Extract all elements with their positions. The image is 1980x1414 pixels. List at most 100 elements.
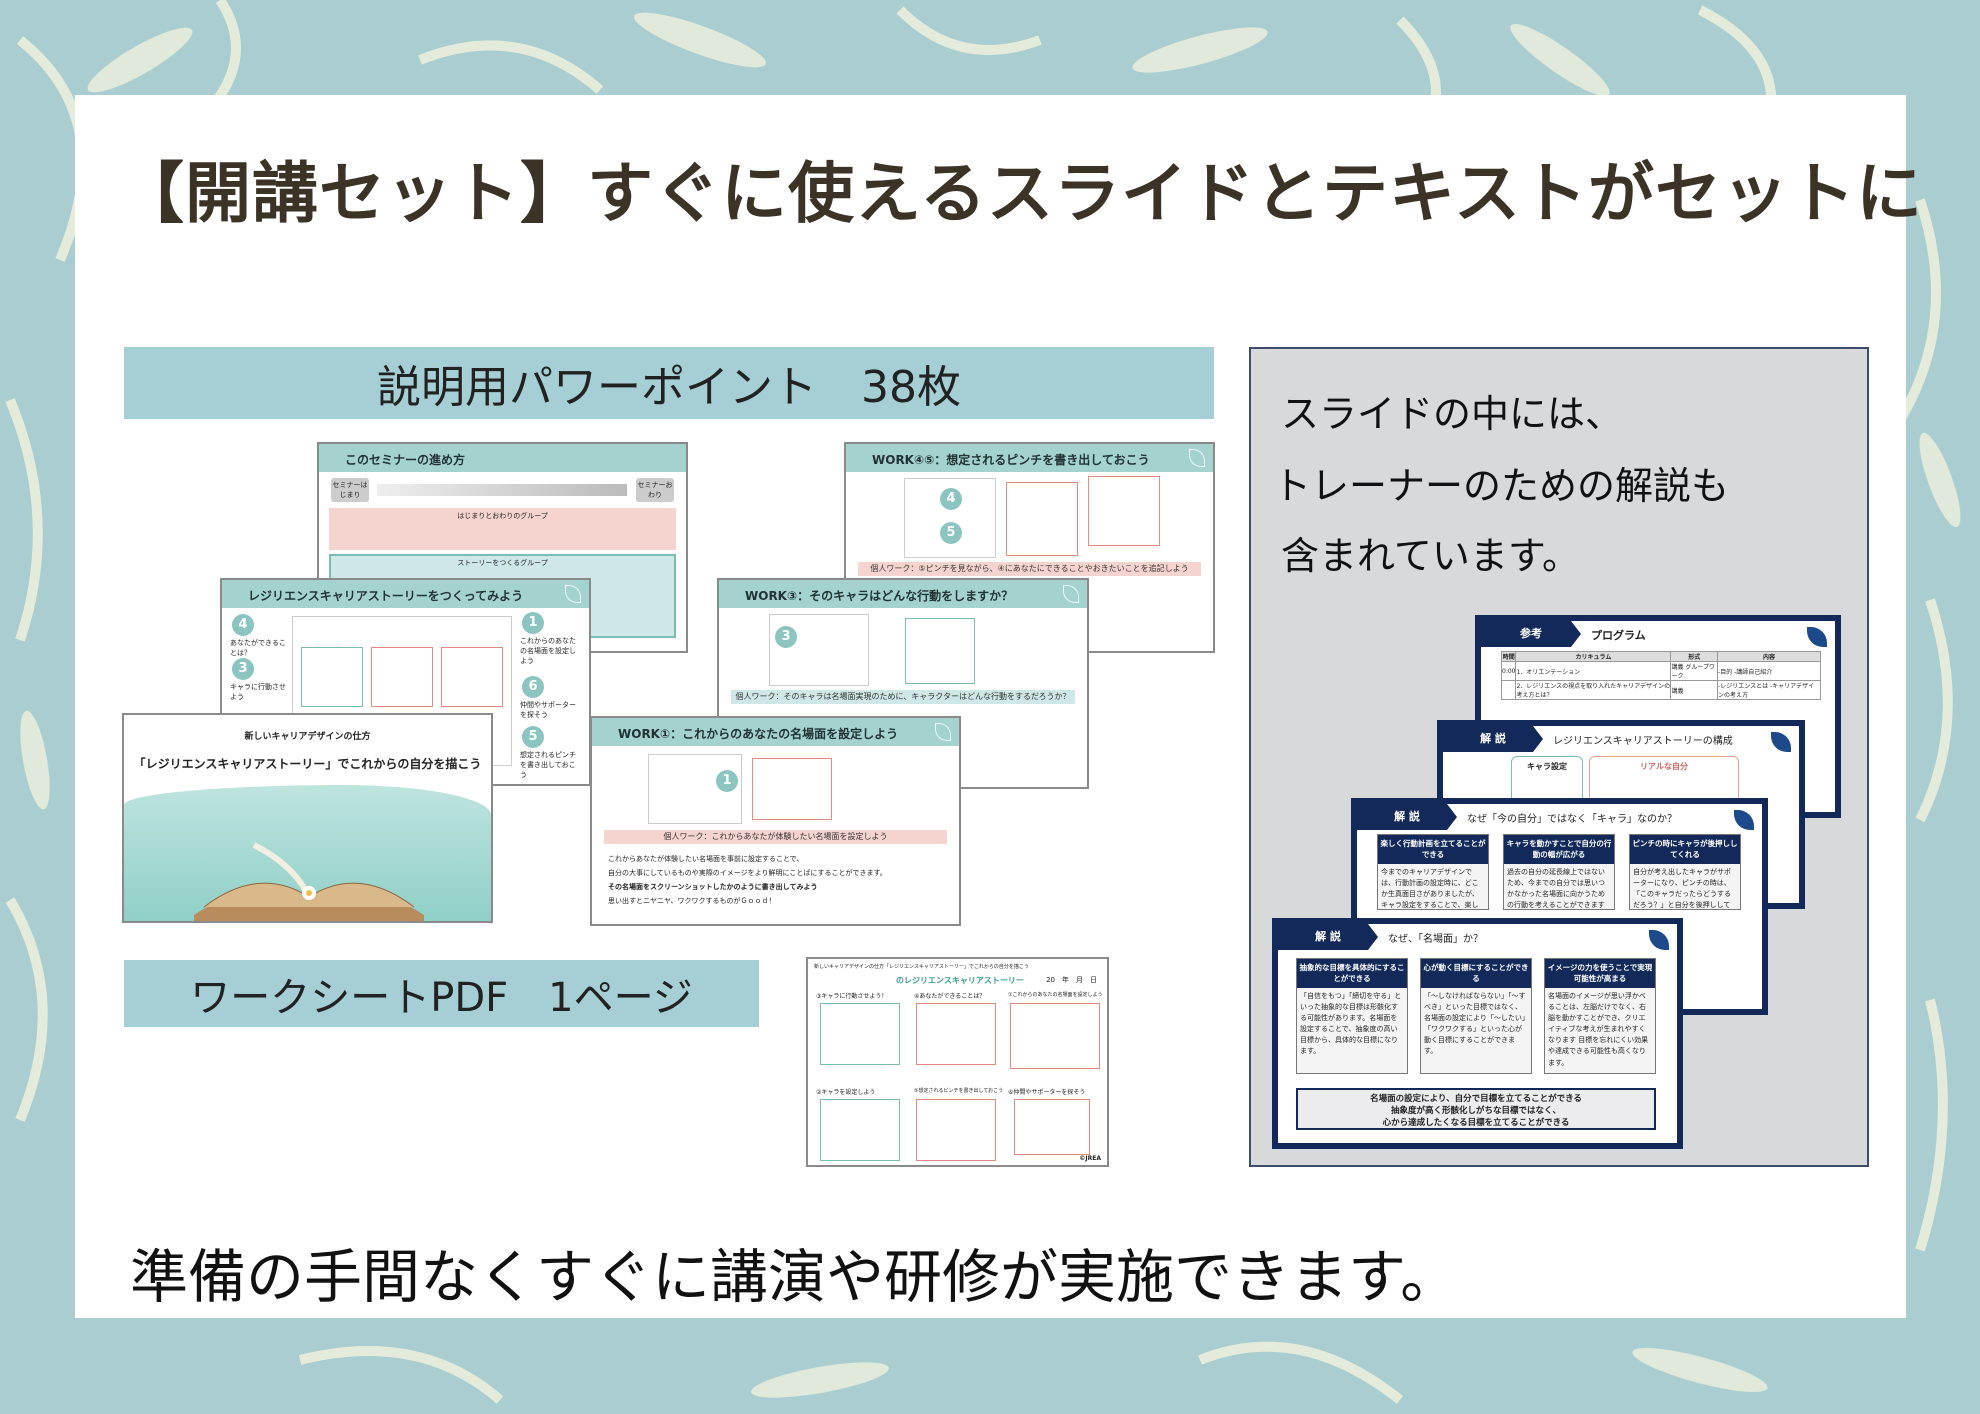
leaf-logo-icon: [1734, 810, 1754, 830]
note-card: [1088, 476, 1160, 546]
step-label: キャラに行動させよう: [230, 683, 286, 701]
note-line: 含まれています。: [1281, 534, 1581, 578]
col-header: 時間: [1500, 651, 1517, 662]
column-head: ピンチの時にキャラが後押ししてくれる: [1630, 835, 1740, 864]
slide-title: このセミナーの進め方: [319, 444, 686, 472]
slide-title: プログラム: [1591, 629, 1646, 642]
reason-column: ピンチの時にキャラが後押ししてくれる自分が考え出したキャラがサポーターになり、ピ…: [1629, 834, 1741, 910]
leaf-logo-icon: [1807, 627, 1827, 647]
cover-title: 「レジリエンスキャリアストーリー」でこれからの自分を描こう: [133, 757, 482, 771]
reason-column: 心が動く目標にすることができる「～しなければならない」「～すべき」といった目標で…: [1420, 958, 1532, 1074]
col-header: 内容: [1717, 651, 1821, 662]
table-row: 2．レジリエンスの視点を取り入れたキャリアデザインの考え方とは？講義-レジリエン…: [1500, 680, 1821, 700]
cell-label: ⑤想定されるピンチを書き出しておこう: [914, 1088, 1004, 1094]
cell: 2．レジリエンスの視点を取り入れたキャリアデザインの考え方とは？: [1515, 680, 1672, 700]
slide-work-1: WORK①：これからのあなたの名場面を設定しよう 1 個人ワーク：これからあなた…: [590, 716, 961, 926]
cell-label: ⑥仲間やサポーターを探そう: [1008, 1089, 1086, 1096]
footer-message: 準備の手間なくすぐに講演や研修が実施できます。: [130, 1243, 1459, 1311]
seminar-start-label: セミナーはじまり: [331, 478, 369, 502]
cell: [1500, 680, 1517, 700]
slide-tag: 参考: [1481, 621, 1581, 647]
slide-why-scene: 解 説 なぜ、「名場面」か？ 抽象的な目標を具体的にすることができる「自信をもつ…: [1272, 918, 1683, 1149]
slide-body: これからあなたが体験したい名場面を事前に設定することで、 自分の大事にしているも…: [608, 852, 887, 908]
worksheet-title: のレジリエンスキャリアストーリー: [896, 976, 1024, 985]
arrow-bar: [377, 484, 627, 496]
column-head: 楽しく行動計画を立てることができる: [1378, 835, 1488, 864]
task-bar: 個人ワーク：そのキャラは名場面実現のために、キャラクターはどんな行動をするだろう…: [731, 690, 1075, 704]
task-bar: 個人ワーク：これからあなたが体験したい名場面を設定しよう: [604, 830, 947, 844]
slide-why-chara: 解 説 なぜ「今の自分」ではなく「キャラ」なのか？ 楽しく行動計画を立てることが…: [1351, 798, 1768, 1015]
cell: 講義 グループワーク: [1670, 661, 1719, 681]
column-head: 抽象的な目標を具体的にすることができる: [1297, 959, 1407, 988]
cell-label: ③キャラに行動させよう！: [816, 993, 888, 1000]
note-line: スライドの中には、: [1281, 392, 1624, 436]
worksheet-pdf-thumbnail: 新しいキャリアデザインの仕方「レジリエンスキャリアストーリー」でこれからの自分を…: [806, 957, 1109, 1167]
slide-title: レジリエンスキャリアストーリーをつくってみよう: [222, 580, 589, 608]
cell-label: ②キャラを設定しよう: [816, 1089, 876, 1096]
column-body: 今までのキャリアデザインでは、行動計画の設定時に、どこか生真面目さがありましたが…: [1381, 867, 1479, 910]
slide-tag: 解 説: [1278, 924, 1378, 950]
body-line: その名場面をスクリーンショットしたかのように書き出してみよう: [608, 883, 818, 891]
page-title: 【開講セット】すぐに使えるスライドとテキストがセットに: [118, 155, 1924, 232]
cell: -レジリエンスとは -キャリアデザインの考え方: [1717, 680, 1821, 700]
worksheet-header: 新しいキャリアデザインの仕方「レジリエンスキャリアストーリー」でこれからの自分を…: [814, 964, 1029, 970]
col-header: カリキュラム: [1515, 651, 1672, 662]
reason-column: 抽象的な目標を具体的にすることができる「自信をもつ」「締切を守る」といった抽象的…: [1296, 958, 1408, 1074]
column-body: 名場面のイメージが思い浮かべることは、左脳だけでなく、右脳を動かすことができ、ク…: [1548, 991, 1649, 1067]
step-label: 想定されるピンチを書き出しておこう: [520, 751, 576, 779]
column-head: キャラを動かすことで自分の行動の幅が広がる: [1504, 835, 1614, 864]
step-label: あなたができることは？: [230, 639, 286, 657]
worksheet-logo: ©JREA: [1079, 1155, 1101, 1162]
slide-title: なぜ「今の自分」ではなく「キャラ」なのか？: [1467, 814, 1677, 825]
slide-work-3: WORK③：そのキャラはどんな行動をしますか？ 3 個人ワーク：そのキャラは名場…: [717, 578, 1089, 789]
step-number: 1: [716, 770, 738, 792]
body-line: これからあなたが体験したい名場面を事前に設定することで、: [608, 855, 804, 863]
cell: -目的 -講師自己紹介: [1717, 661, 1821, 681]
powerpoint-banner: 説明用パワーポイント 38枚: [124, 347, 1214, 419]
book-image: [194, 842, 424, 921]
worksheet-banner: ワークシートPDF 1ページ: [124, 960, 759, 1027]
summary-box: 名場面の設定により、自分で目標を立てることができる 抽象度が高く形骸化しがちな目…: [1296, 1088, 1656, 1130]
column-body: 自分が考え出したキャラがサポーターになり、ピンチの時は、「このキャラだったらどう…: [1633, 867, 1731, 910]
column-body: 「～しなければならない」「～すべき」といった目標ではなく、名場面の設定により「～…: [1424, 991, 1526, 1056]
cell: 1．オリエンテーション: [1515, 661, 1672, 681]
summary-line: 名場面の設定により、自分で目標を立てることができる: [1370, 1094, 1582, 1104]
step-number: 3: [775, 626, 797, 648]
body-line: 思い出すとニヤニヤ、ワクワクするものがＧｏｏｄ！: [608, 897, 776, 905]
leaf-logo-icon: [1771, 732, 1791, 752]
step-label: これからのあなたの名場面を設定しよう: [520, 637, 576, 665]
column-body: 「自信をもつ」「締切を守る」といった抽象的な目標は形骸化する可能性があります。名…: [1300, 991, 1402, 1056]
task-bar: 個人ワーク：⑤ピンチを見ながら、④にあなたにできることやおきたいことを追記しよう: [858, 562, 1201, 576]
worksheet-thumbnail: [769, 614, 869, 686]
column-head: 心が動く目標にすることができる: [1421, 959, 1531, 988]
cell-label: ④あなたができることは？: [914, 993, 986, 1000]
cell: 0:00: [1500, 661, 1517, 681]
reason-column: 楽しく行動計画を立てることができる今までのキャリアデザインでは、行動計画の設定時…: [1377, 834, 1489, 910]
step-number: 4: [232, 614, 254, 636]
note-card: [752, 758, 832, 820]
reason-column: キャラを動かすことで自分の行動の幅が広がる過去の自分の延長線上ではないため、今ま…: [1503, 834, 1615, 910]
slide-cover: 新しいキャリアデザインの仕方 「レジリエンスキャリアストーリー」でこれからの自分…: [122, 713, 493, 923]
column-body: 過去の自分の延長線上ではないため、今までの自分では思いつかなかった名場面に向かう…: [1507, 867, 1605, 910]
reason-column: イメージの力を使うことで実現可能性が高まる名場面のイメージが思い浮かべることは、…: [1544, 958, 1656, 1074]
step-number: 5: [522, 726, 544, 748]
cell-label: ①これからのあなたの名場面を設定しよう: [1008, 992, 1103, 998]
note-line: トレーナーのための解説も: [1273, 464, 1730, 508]
slide-title: レジリエンスキャリアストーリーの構成: [1553, 736, 1733, 747]
seminar-end-label: セミナーおわり: [636, 478, 674, 502]
slide-title: WORK④⑤：想定されるピンチを書き出しておこう: [846, 444, 1213, 472]
group-start-end: はじまりとおわりのグループ: [329, 508, 676, 550]
step-number: 4: [940, 488, 962, 510]
column-head: イメージの力を使うことで実現可能性が高まる: [1545, 959, 1655, 988]
step-number: 5: [940, 522, 962, 544]
summary-line: 抽象度が高く形骸化しがちな目標ではなく、: [1390, 1106, 1561, 1116]
step-label: 仲間やサポーターを探そう: [520, 701, 576, 719]
slide-title: WORK③：そのキャラはどんな行動をしますか？: [719, 580, 1087, 608]
leaf-logo-icon: [1649, 930, 1669, 950]
note-card: [905, 618, 975, 684]
slide-tag: 解 説: [1443, 726, 1543, 752]
step-number: 6: [522, 676, 544, 698]
